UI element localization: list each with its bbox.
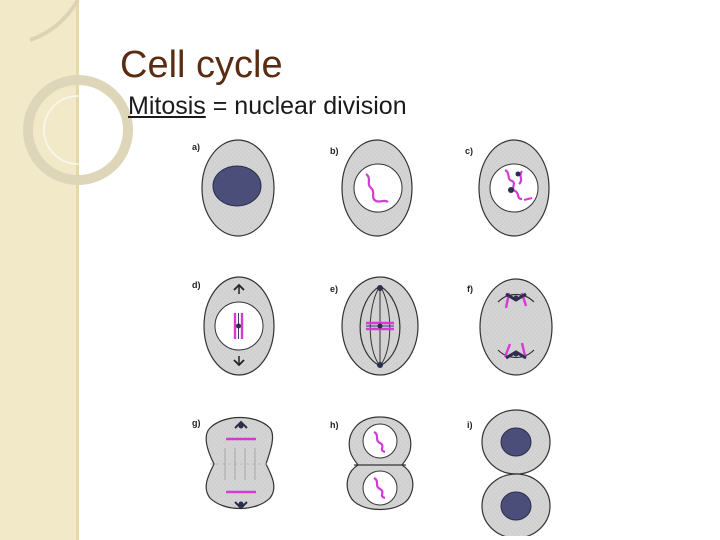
label-d: d): [192, 280, 201, 290]
cell-d: [203, 276, 275, 376]
cell-i: [481, 409, 551, 536]
cell-c: [478, 139, 550, 237]
label-h: h): [330, 420, 339, 430]
cell-h: [346, 416, 414, 511]
label-g: g): [192, 418, 201, 428]
label-i: i): [467, 420, 473, 430]
cell-g: [205, 417, 275, 510]
subtitle-term: Mitosis: [128, 92, 206, 120]
label-a: a): [192, 142, 200, 152]
label-c: c): [465, 146, 473, 156]
slide-subtitle: Mitosis = nuclear division: [128, 92, 407, 121]
cell-a: [201, 139, 275, 237]
cell-e: [341, 276, 419, 376]
decorative-rings: [23, 0, 133, 185]
label-b: b): [330, 146, 339, 156]
side-band: [0, 0, 78, 540]
side-band-edge: [76, 0, 79, 540]
slide-title: Cell cycle: [120, 44, 283, 86]
mitosis-diagram: a) b) c) d) e) f) g) h) i): [192, 139, 553, 536]
label-f: f): [467, 284, 473, 294]
subtitle-rest: = nuclear division: [205, 92, 407, 120]
cell-f: [479, 278, 553, 376]
label-e: e): [330, 284, 338, 294]
cell-b: [341, 139, 413, 237]
